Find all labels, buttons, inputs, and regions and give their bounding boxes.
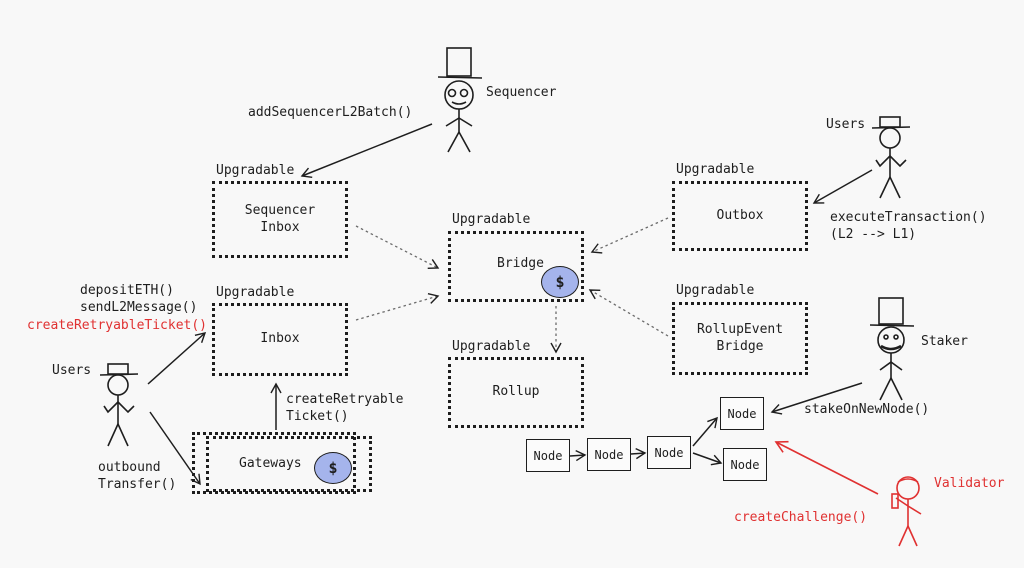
node-link bbox=[692, 452, 723, 466]
users-right-figure bbox=[871, 116, 911, 199]
gateways-box: Gateways bbox=[206, 436, 372, 492]
rollup-node: Node bbox=[723, 448, 767, 481]
staker-figure bbox=[869, 297, 915, 401]
sequencer-label: Sequencer bbox=[486, 85, 557, 100]
gateways-outer-box bbox=[192, 432, 356, 494]
event-bridge-to-bridge-arrow bbox=[588, 289, 669, 337]
outbox-box: Outbox bbox=[672, 181, 808, 251]
create-retryable-ticket-gateway-call: createRetryable Ticket() bbox=[286, 392, 404, 424]
users-to-gateways-arrow bbox=[149, 411, 201, 486]
challenge-arrow bbox=[774, 440, 879, 495]
bridge-box: Bridge bbox=[448, 231, 584, 302]
outbound-transfer-call: outbound Transfer() bbox=[98, 460, 177, 492]
add-sequencer-batch-call: addSequencerL2Batch() bbox=[248, 105, 413, 120]
upgradable-label: Upgradable bbox=[216, 285, 295, 300]
execute-transaction-call: executeTransaction() (L2 --> L1) bbox=[830, 210, 987, 242]
inbox-to-bridge-arrow bbox=[355, 293, 440, 321]
users-left-figure bbox=[99, 363, 139, 447]
rollup-node: Node bbox=[526, 439, 570, 472]
rollup-node: Node bbox=[720, 397, 764, 430]
users-left-label: Users bbox=[52, 363, 92, 378]
staker-label: Staker bbox=[921, 334, 968, 349]
upgradable-label: Upgradable bbox=[676, 162, 755, 177]
inbox-box: Inbox bbox=[212, 303, 348, 376]
node-link bbox=[630, 448, 647, 460]
create-challenge-call: createChallenge() bbox=[734, 510, 868, 525]
rollup-node: Node bbox=[647, 436, 691, 469]
validator-label: Validator bbox=[934, 476, 1005, 491]
upgradable-label: Upgradable bbox=[452, 339, 531, 354]
users-to-inbox-arrow bbox=[147, 332, 207, 385]
node-link bbox=[692, 416, 718, 447]
users-to-outbox-arrow bbox=[812, 169, 873, 204]
staker-to-node-arrow bbox=[770, 382, 863, 415]
upgradable-label: Upgradable bbox=[216, 163, 295, 178]
send-l2-message-call: sendL2Message() bbox=[80, 300, 198, 315]
upgradable-label: Upgradable bbox=[452, 212, 531, 227]
rollup-box: Rollup bbox=[448, 357, 584, 428]
stake-on-new-node-call: stakeOnNewNode() bbox=[804, 402, 930, 417]
sequencer-figure bbox=[437, 47, 483, 153]
outbox-to-bridge-arrow bbox=[590, 217, 669, 254]
node-link bbox=[569, 449, 587, 462]
create-retryable-ticket-call: createRetryableTicket() bbox=[27, 318, 208, 333]
bridge-funds-coin: $ bbox=[541, 266, 579, 298]
seq-inbox-to-bridge-arrow bbox=[355, 225, 440, 270]
upgradable-label: Upgradable bbox=[676, 283, 755, 298]
gateways-funds-coin: $ bbox=[314, 452, 352, 484]
validator-figure bbox=[891, 476, 922, 547]
sequencer-arrow bbox=[300, 123, 433, 178]
deposit-eth-call: depositETH() bbox=[80, 283, 174, 298]
users-right-label: Users bbox=[826, 117, 866, 132]
rollup-node: Node bbox=[587, 438, 631, 471]
